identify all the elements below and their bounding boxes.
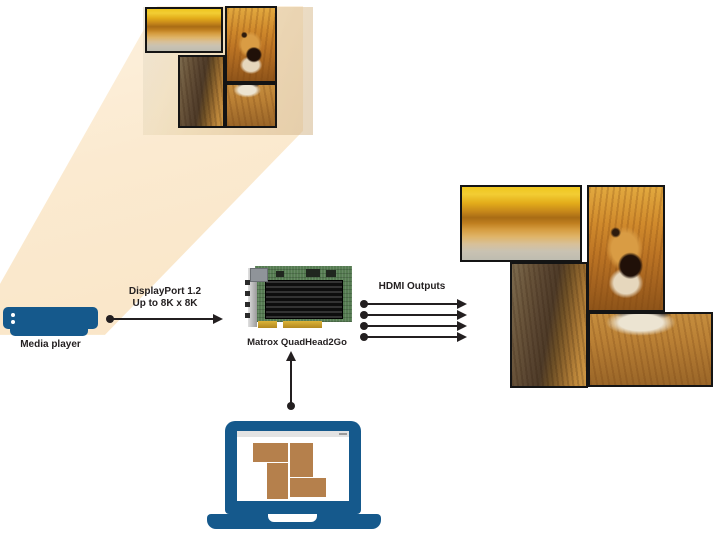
wall-panel-face-icon (587, 185, 665, 312)
wall-panel-chin-icon (588, 312, 713, 387)
hdmi-arrow-3 (360, 321, 467, 331)
laptop-base-notch (268, 514, 317, 522)
card-chip (326, 270, 336, 277)
wall-panel-mane-icon (510, 262, 588, 388)
hdmi-port-icon (245, 313, 250, 318)
preview-panel-face-icon (225, 6, 277, 83)
wall-panel-sky-icon (460, 185, 582, 262)
media-player-label: Media player (20, 339, 81, 350)
card-heatsink (265, 280, 343, 319)
hdmi-port-icon (245, 291, 250, 296)
preview-panel-chin-icon (225, 83, 277, 128)
window-controls-icon (339, 433, 347, 435)
displayport-input-connector (250, 268, 268, 282)
media-player-led (11, 313, 15, 317)
graphics-card-icon (245, 266, 352, 329)
pcie-edge-short (258, 321, 277, 328)
card-chip (276, 271, 284, 277)
displayport-label-line1: DisplayPort 1.2 (128, 286, 202, 297)
media-player-lip (10, 327, 88, 336)
media-player-body (3, 307, 98, 329)
preview-panel-sky-icon (145, 7, 223, 53)
displayport-label-line2: Up to 8K x 8K (132, 297, 198, 309)
displayport-label: DisplayPort 1.2 Up to 8K x 8K (110, 286, 220, 309)
control-arrow (286, 351, 296, 410)
hdmi-arrow-2 (360, 310, 467, 320)
laptop-screen (237, 431, 349, 501)
card-chip (306, 269, 320, 277)
wall-config-rect-chin (290, 478, 326, 497)
hdmi-outputs-label: HDMI Outputs (378, 281, 446, 292)
card-bracket (248, 268, 257, 327)
media-player-led (11, 320, 15, 324)
card-label: Matrox QuadHead2Go (247, 337, 347, 348)
hdmi-arrow-4 (360, 332, 467, 342)
hdmi-port-icon (245, 280, 250, 285)
displayport-arrow (106, 314, 223, 324)
pcie-edge-long (283, 321, 322, 328)
hdmi-port-icon (245, 302, 250, 307)
wall-config-rect-mane (267, 463, 288, 499)
wall-config-rect-sky (253, 443, 288, 462)
wall-config-rect-face (290, 443, 313, 477)
hdmi-arrow-1 (360, 299, 467, 309)
config-window-titlebar (237, 431, 349, 437)
preview-panel-mane-icon (178, 55, 225, 128)
